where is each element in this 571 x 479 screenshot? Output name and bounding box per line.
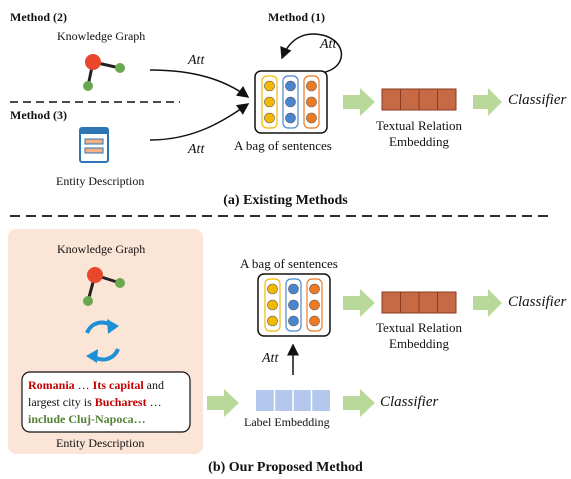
- desc-largest: largest city is: [28, 395, 95, 409]
- entity-description-label-bottom: Entity Description: [56, 436, 145, 450]
- desc-dots-1: …: [74, 378, 93, 392]
- textual-relation-label-top-1: Textual Relation: [375, 118, 463, 133]
- classifier-label-top: Classifier: [508, 92, 567, 108]
- entity-description-label-top: Entity Description: [56, 174, 145, 188]
- knowledge-graph-icon-top: [83, 54, 125, 91]
- bag-label-top: A bag of sentences: [234, 138, 332, 153]
- label-embedding-label: Label Embedding: [244, 415, 330, 429]
- classifier-label-bottom: Classifier: [380, 394, 439, 410]
- caption-proposed-method: (b) Our Proposed Method: [208, 460, 363, 475]
- label-embedding-blocks: [256, 390, 330, 411]
- kg-label-bottom: Knowledge Graph: [57, 242, 146, 256]
- classifier-label-bottom-top: Classifier: [508, 294, 567, 310]
- green-arrow-top-1: [343, 88, 375, 116]
- kg-label-top: Knowledge Graph: [57, 29, 146, 43]
- bag-of-sentences-top: [254, 70, 328, 134]
- bag-of-sentences-bottom: [257, 273, 331, 337]
- green-arrow-bottom-1: [343, 289, 375, 317]
- green-arrow-label: [343, 389, 375, 417]
- entity-description-box: [21, 371, 191, 433]
- desc-include: include Cluj-Napoca…: [28, 412, 146, 426]
- self-att-loop: [280, 33, 343, 74]
- green-arrow-top-2: [473, 88, 502, 116]
- textual-relation-label-top-2: Embedding: [389, 134, 449, 149]
- att-self-label: Att: [320, 37, 337, 52]
- bag-label-bottom: A bag of sentences: [240, 256, 338, 271]
- green-arrow-bottom-2: [473, 289, 502, 317]
- desc-and: and: [143, 378, 164, 392]
- document-icon-top: [79, 127, 109, 163]
- att-kg-label: Att: [188, 53, 205, 68]
- textual-relation-label-bottom-1: Textual Relation: [375, 320, 463, 335]
- method-1-label: Method (1): [268, 10, 325, 24]
- kg-att-arrow: [149, 69, 250, 98]
- desc-romania: Romania: [28, 378, 75, 392]
- green-arrow-panel: [207, 389, 239, 417]
- att-desc-label: Att: [188, 142, 205, 157]
- textual-relation-embedding-bottom: [381, 291, 457, 314]
- caption-existing-methods: (a) Existing Methods: [223, 193, 348, 208]
- desc-its-capital: Its capital: [92, 378, 144, 392]
- method-3-label: Method (3): [10, 108, 67, 122]
- textual-relation-embedding-top: [381, 88, 457, 111]
- textual-relation-label-bottom-2: Embedding: [389, 336, 449, 351]
- desc-att-arrow: [149, 103, 250, 141]
- knowledge-graph-icon-bottom: [83, 267, 125, 306]
- desc-dots-2: …: [146, 395, 162, 409]
- entity-description-text: Romania … Its capital and largest city i…: [28, 377, 188, 428]
- att-label-bottom: Att: [262, 351, 279, 366]
- method-2-label: Method (2): [10, 10, 67, 24]
- desc-bucharest: Bucharest: [94, 395, 147, 409]
